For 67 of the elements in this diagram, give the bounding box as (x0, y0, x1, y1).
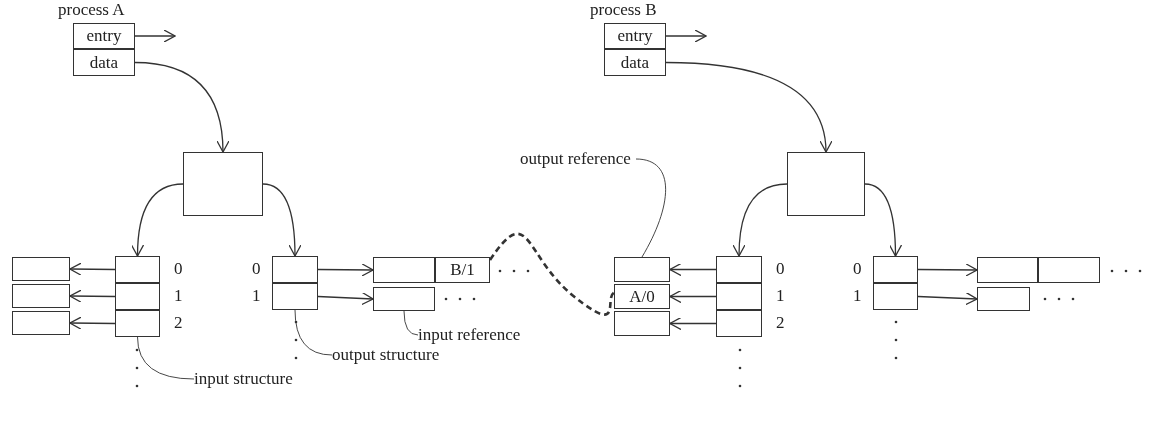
list-node (614, 311, 670, 336)
arrow (864, 183, 902, 257)
array-cell (115, 310, 160, 337)
array-cell (873, 256, 918, 283)
callout-text: output structure (332, 344, 440, 366)
record-field: data (604, 49, 666, 76)
array-cell (716, 256, 762, 283)
callout-text: input structure (194, 368, 293, 390)
index-number: 0 (174, 259, 183, 279)
array-cell (115, 256, 160, 283)
leader-line (294, 309, 333, 356)
dashed-link (488, 232, 615, 316)
list-node (373, 257, 435, 283)
array-cell (873, 283, 918, 310)
index-number: 1 (853, 286, 862, 306)
index-number: 2 (776, 313, 785, 333)
index-number: 1 (252, 286, 261, 306)
list-node (12, 284, 70, 308)
arrow (131, 183, 184, 257)
index-number: 2 (174, 313, 183, 333)
index-number: 0 (252, 259, 261, 279)
list-node (614, 257, 670, 282)
process-title: process A (58, 0, 125, 20)
arrow (732, 183, 788, 257)
record-field: data (73, 49, 135, 76)
arrow (665, 61, 832, 153)
arrow (917, 263, 978, 277)
arrow (134, 61, 230, 153)
list-node (1038, 257, 1100, 283)
index-number: 0 (853, 259, 862, 279)
arrow (69, 289, 116, 303)
process-title: process B (590, 0, 657, 20)
index-number: 1 (174, 286, 183, 306)
list-node (12, 257, 70, 281)
arrow (665, 29, 707, 43)
arrow (69, 262, 116, 276)
array-cell (716, 310, 762, 337)
callout-text: output reference (520, 148, 631, 170)
list-node (977, 287, 1030, 311)
arrow (317, 291, 374, 306)
record-field: entry (604, 23, 666, 49)
arrow (669, 289, 717, 304)
index-number: 1 (776, 286, 785, 306)
array-cell (716, 283, 762, 310)
leader-line (403, 310, 419, 336)
array-cell (115, 283, 160, 310)
list-node (977, 257, 1038, 283)
arrow (917, 291, 978, 306)
array-cell (272, 283, 318, 310)
leader-line (635, 158, 667, 258)
arrow (262, 183, 302, 257)
arrow (669, 316, 717, 331)
memory-block (183, 152, 263, 216)
arrow (317, 263, 374, 277)
list-node: A/0 (614, 284, 670, 309)
record-field: entry (73, 23, 135, 49)
list-node (373, 287, 435, 311)
arrow (134, 29, 176, 43)
arrow (669, 262, 717, 277)
index-number: 0 (776, 259, 785, 279)
arrow (69, 316, 116, 330)
list-node (12, 311, 70, 335)
memory-block (787, 152, 865, 216)
callout-text: input reference (418, 324, 521, 346)
list-node: B/1 (435, 257, 490, 283)
array-cell (272, 256, 318, 283)
leader-line (137, 336, 195, 380)
